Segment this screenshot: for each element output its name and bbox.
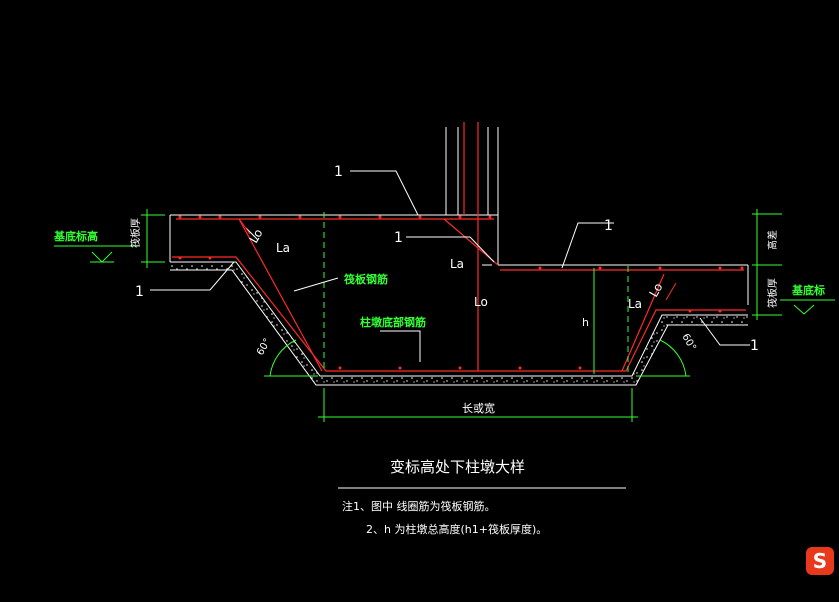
watermark-logo-icon: S xyxy=(806,547,834,575)
height-diff-label: 高差 xyxy=(766,230,779,250)
lo-mid: Lo xyxy=(474,295,488,309)
angle-right-label: 60° xyxy=(679,332,697,353)
la-right: La xyxy=(628,297,642,311)
lo-left: Lo xyxy=(246,227,265,246)
left-thickness-label: 筏板厚 xyxy=(129,218,142,248)
drawing-title: 变标高处下柱墩大样 xyxy=(390,458,525,476)
rebar-dots xyxy=(178,215,744,370)
dashed-centerlines xyxy=(323,212,629,372)
note-line-1: 注1、图中 线圈筋为筏板钢筋。 xyxy=(342,499,496,513)
pier-rebar-label: 柱墩底部钢筋 xyxy=(360,315,426,329)
la-left: La xyxy=(276,241,290,255)
angle-left-label: 60° xyxy=(255,337,273,358)
callout-1-right: 1 xyxy=(604,218,613,234)
callout-1-left: 1 xyxy=(135,284,144,300)
column-outline xyxy=(445,127,499,265)
callout-1-mid: 1 xyxy=(394,230,403,246)
leader-lines xyxy=(150,170,750,362)
bottom-dimension-label: 长或宽 xyxy=(462,401,495,415)
dimension-lines xyxy=(54,209,835,422)
callout-1-top: 1 xyxy=(334,164,343,180)
rebar-lines xyxy=(172,122,746,372)
raft-rebar-label: 筏板钢筋 xyxy=(344,272,388,286)
right-elevation-note: 基底标 xyxy=(791,283,825,297)
note-line-2: 2、h 为柱墩总高度(h1+筏板厚度)。 xyxy=(366,522,547,536)
h-label: h xyxy=(582,316,589,329)
lo-right: Lo xyxy=(646,281,665,300)
left-elevation-note: 基底标高 xyxy=(53,229,98,243)
callout-1-lowright: 1 xyxy=(750,338,759,354)
la-mid: La xyxy=(450,257,464,271)
right-thickness-label: 筏板厚 xyxy=(766,278,779,308)
la-leader-lines xyxy=(239,219,677,301)
